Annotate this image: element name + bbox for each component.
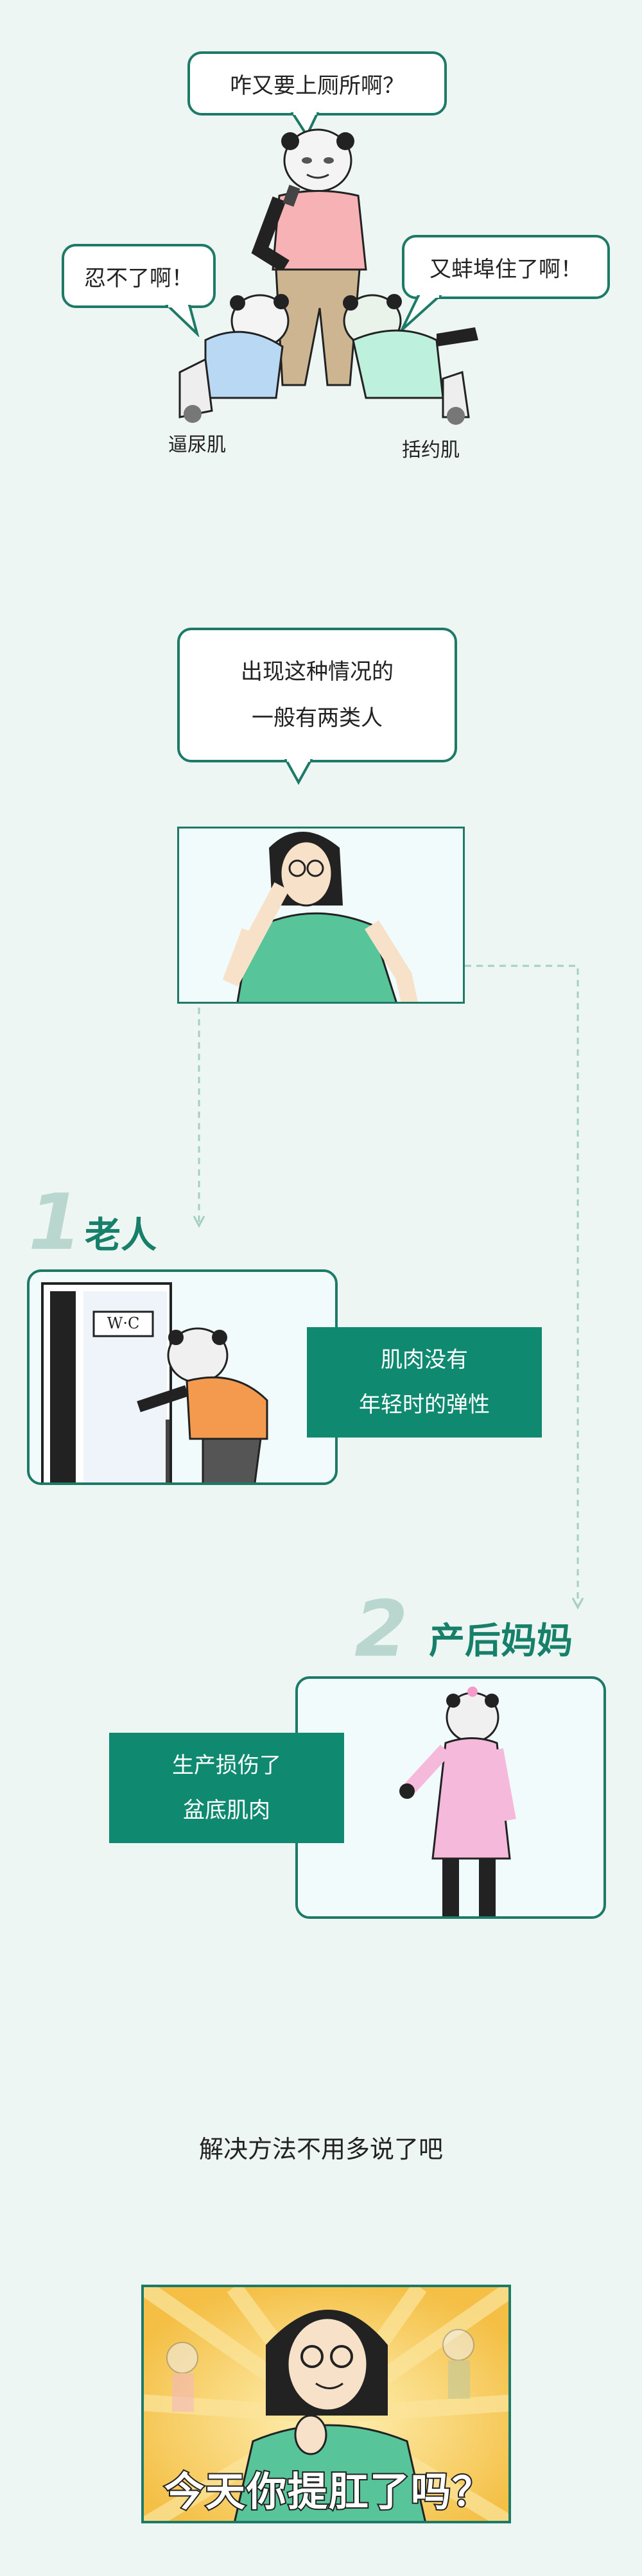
intro-speech-bubble: 出现这种情况的 一般有两类人	[177, 628, 457, 762]
section-1-line-2: 年轻时的弹性	[359, 1392, 490, 1418]
section-1-line-1: 肌肉没有	[381, 1347, 468, 1373]
wc-sign-text: W·C	[107, 1314, 140, 1332]
speech-text-left: 忍不了啊！	[84, 265, 193, 291]
postpartum-mom-illustration	[399, 1687, 516, 1916]
bubble-tail	[165, 305, 200, 337]
section-2-line-1: 生产损伤了	[172, 1753, 281, 1778]
section-1-number: 1	[28, 1178, 82, 1267]
section-2-explanation-box: 生产损伤了 盆底肌肉	[109, 1733, 344, 1843]
section-2-number: 2	[354, 1585, 408, 1674]
label-detrusor: 逼尿肌	[168, 434, 226, 456]
dashed-connector-lines	[193, 965, 584, 1610]
conclusion-text: 解决方法不用多说了吧	[198, 2135, 443, 2163]
speech-text-top: 咋又要上厕所啊？	[230, 73, 404, 99]
panda-trio-illustration	[178, 128, 478, 425]
bubble-tail	[401, 295, 442, 331]
elderly-panel: W·C	[27, 1269, 338, 1485]
intro-panel	[177, 827, 465, 1004]
label-sphincter: 括约肌	[402, 439, 460, 461]
bubble-tail	[290, 112, 320, 138]
section-1-title: 老人	[85, 1215, 157, 1257]
bottom-panel: 今天你提肛了吗？	[141, 2285, 511, 2523]
speech-bubble-left: 忍不了啊！	[62, 244, 216, 308]
sunburst-background	[144, 2287, 508, 2521]
section-2-title: 产后妈妈	[429, 1620, 573, 1662]
intro-line-1: 出现这种情况的	[241, 659, 394, 685]
section-1-explanation-box: 肌肉没有 年轻时的弹性	[307, 1327, 542, 1438]
glasses-woman-illustration	[222, 832, 418, 1002]
postpartum-panel	[295, 1676, 606, 1919]
intro-line-2: 一般有两类人	[252, 705, 383, 731]
speech-bubble-top: 咋又要上厕所啊？	[187, 51, 447, 116]
top-scene: 咋又要上厕所啊？ 忍不了啊！ 又蚌埠住了啊！	[0, 0, 642, 475]
elderly-wc-illustration	[41, 1282, 268, 1482]
speech-bubble-right: 又蚌埠住了啊！	[402, 235, 610, 299]
speech-text-right: 又蚌埠住了啊！	[429, 256, 582, 282]
bubble-tail	[284, 759, 313, 785]
bottom-caption: 今天你提肛了吗？	[163, 2467, 493, 2516]
section-2-line-2: 盆底肌肉	[183, 1798, 270, 1823]
